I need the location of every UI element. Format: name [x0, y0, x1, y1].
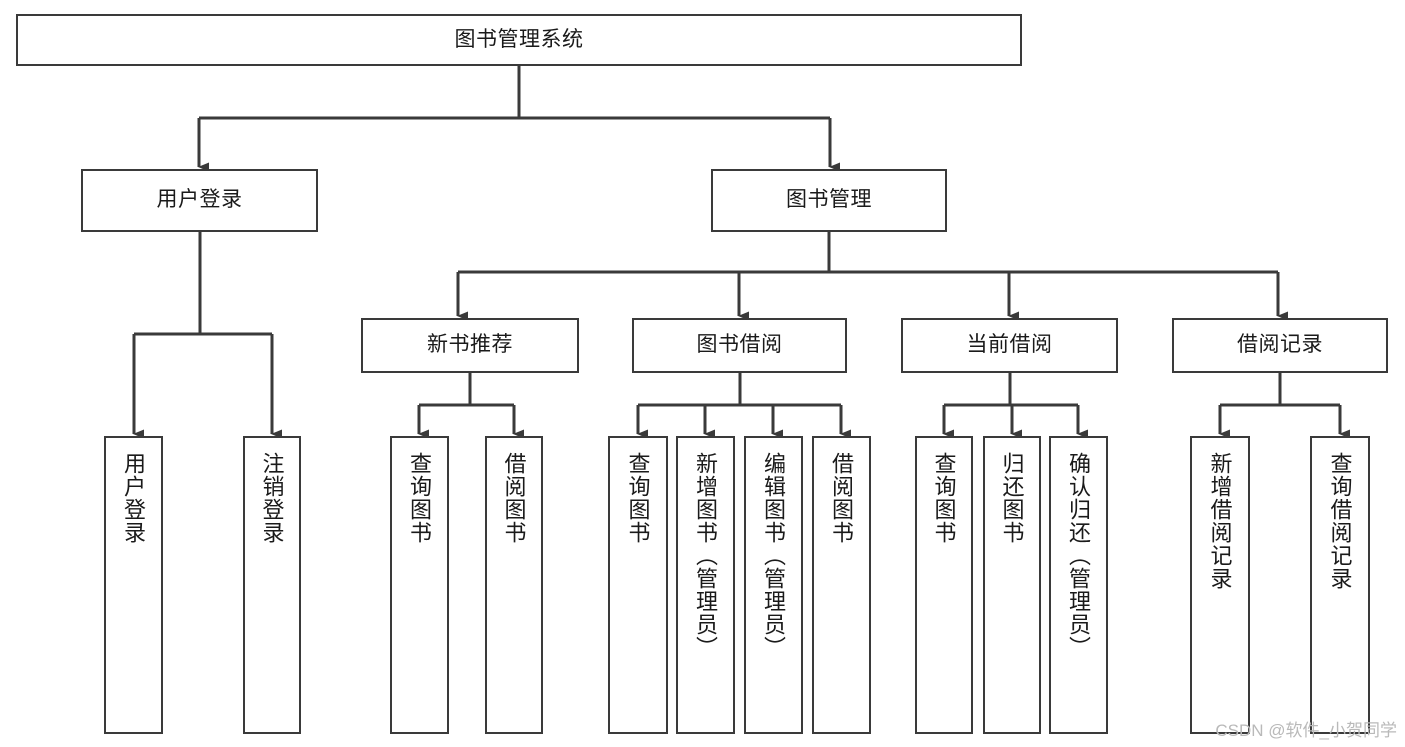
leaf-query-borrow-record[interactable]: 查询借阅记录 [1310, 436, 1370, 734]
leaf-return-book[interactable]: 归还图书 [983, 436, 1041, 734]
node-book-management[interactable]: 图书管理 [711, 169, 947, 232]
leaf-logout[interactable]: 注销登录 [243, 436, 301, 734]
node-borrow-record[interactable]: 借阅记录 [1172, 318, 1388, 373]
node-book-borrow-label: 图书借阅 [696, 333, 783, 357]
leaf-query-book-recommend[interactable]: 查询图书 [390, 436, 449, 734]
leaf-query-book-current[interactable]: 查询图书 [915, 436, 973, 734]
node-user-login[interactable]: 用户登录 [81, 169, 318, 232]
leaf-confirm-return-admin[interactable]: 确认归还（管理员） [1049, 436, 1108, 734]
leaf-return-book-label: 归还图书 [999, 452, 1025, 544]
leaf-borrow-book-recommend[interactable]: 借阅图书 [485, 436, 543, 734]
leaf-borrow-book-label: 借阅图书 [829, 452, 855, 544]
leaf-add-borrow-record-label: 新增借阅记录 [1207, 452, 1233, 590]
node-current-borrow[interactable]: 当前借阅 [901, 318, 1118, 373]
leaf-logout-label: 注销登录 [259, 452, 285, 544]
leaf-query-book-borrow-label: 查询图书 [625, 452, 651, 544]
leaf-query-book-current-label: 查询图书 [931, 452, 957, 544]
node-book-management-label: 图书管理 [786, 188, 872, 212]
leaf-add-borrow-record[interactable]: 新增借阅记录 [1190, 436, 1250, 734]
leaf-confirm-return-admin-label: 确认归还（管理员） [1066, 452, 1092, 659]
leaf-borrow-book[interactable]: 借阅图书 [812, 436, 871, 734]
leaf-query-book-borrow[interactable]: 查询图书 [608, 436, 668, 734]
node-new-book-recommend-label: 新书推荐 [427, 333, 513, 357]
node-borrow-record-label: 借阅记录 [1237, 333, 1323, 357]
watermark: CSDN @软件_小贺同学 [1215, 721, 1397, 740]
leaf-user-login-label: 用户登录 [121, 452, 147, 544]
leaf-query-borrow-record-label: 查询借阅记录 [1327, 452, 1353, 590]
node-current-borrow-label: 当前借阅 [966, 333, 1053, 357]
leaf-query-book-recommend-label: 查询图书 [407, 452, 433, 544]
leaf-borrow-book-recommend-label: 借阅图书 [501, 452, 527, 544]
leaf-user-login[interactable]: 用户登录 [104, 436, 163, 734]
node-book-borrow[interactable]: 图书借阅 [632, 318, 847, 373]
leaf-add-book-admin[interactable]: 新增图书（管理员） [676, 436, 735, 734]
node-root-label: 图书管理系统 [454, 27, 584, 51]
node-root[interactable]: 图书管理系统 [16, 14, 1022, 66]
leaf-edit-book-admin[interactable]: 编辑图书（管理员） [744, 436, 803, 734]
node-user-login-label: 用户登录 [156, 188, 243, 212]
node-new-book-recommend[interactable]: 新书推荐 [361, 318, 579, 373]
leaf-add-book-admin-label: 新增图书（管理员） [693, 452, 719, 659]
leaf-edit-book-admin-label: 编辑图书（管理员） [761, 452, 787, 659]
